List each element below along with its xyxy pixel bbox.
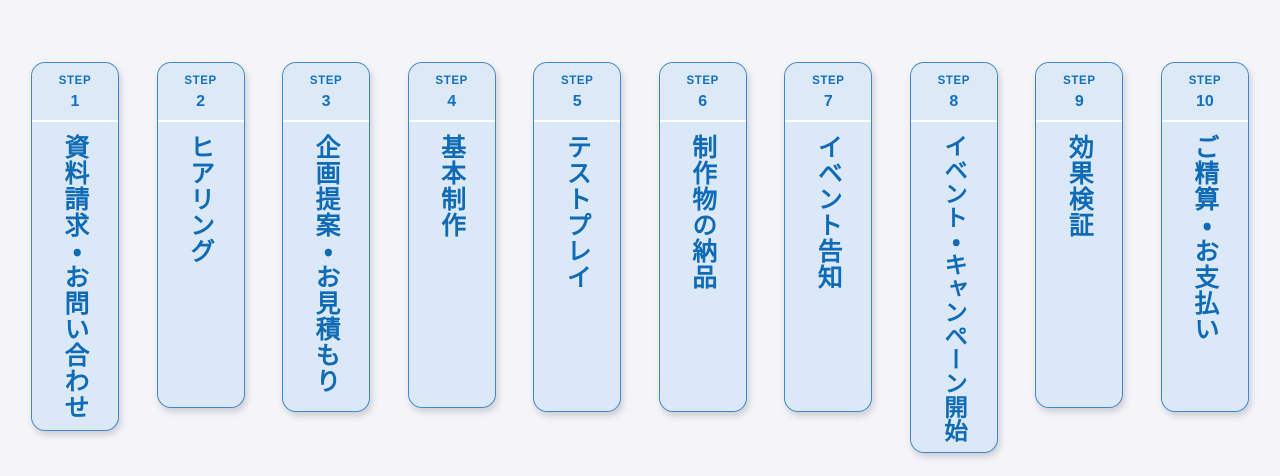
step-card-1-body: 資料請求・お問い合わせ: [32, 122, 118, 420]
step-number: 5: [572, 93, 582, 110]
step-card-5[interactable]: STEP 5 テストプレイ: [533, 62, 622, 412]
step-number: 1: [70, 93, 80, 110]
step-number: 2: [196, 93, 205, 110]
step-number: 9: [1074, 93, 1084, 110]
step-card-2-header: STEP 2: [157, 63, 244, 122]
step-title: ヒアリング: [186, 134, 215, 264]
step-word-label: STEP: [937, 75, 971, 87]
step-card-4-header: STEP 4: [408, 63, 495, 122]
step-card-5-header: STEP 5: [534, 63, 621, 122]
step-card-row: STEP 1 資料請求・お問い合わせ STEP 2 ヒアリング STEP 3: [31, 62, 1249, 454]
step-card-10-body: ご精算・お支払い: [1161, 122, 1248, 401]
step-title: イベント告知: [814, 134, 843, 290]
step-word-label: STEP: [58, 75, 92, 87]
step-title: イベント・キャンペーン開始: [941, 134, 968, 443]
step-card-10-header: STEP 10: [1161, 63, 1248, 122]
step-word-label: STEP: [560, 75, 594, 87]
step-card-9-body: 効果検証: [1036, 122, 1123, 397]
step-card-3-header: STEP 3: [283, 63, 370, 122]
step-word-label: STEP: [435, 75, 468, 87]
step-card-6-body: 制作物の納品: [659, 122, 746, 401]
step-word-label: STEP: [1063, 75, 1096, 87]
step-card-1[interactable]: STEP 1 資料請求・お問い合わせ: [31, 62, 119, 431]
step-card-8-header: STEP 8: [910, 63, 997, 122]
step-card-2-body: ヒアリング: [157, 122, 244, 397]
step-number: 3: [321, 93, 331, 110]
step-word-label: STEP: [1188, 75, 1222, 87]
step-card-7-body: イベント告知: [785, 122, 872, 401]
step-number: 6: [698, 93, 708, 110]
step-word-label: STEP: [309, 75, 343, 87]
step-number: 7: [823, 93, 833, 110]
step-card-9[interactable]: STEP 9 効果検証: [1035, 62, 1124, 408]
step-card-3-body: 企画提案・お見積もり: [283, 122, 370, 401]
step-card-4[interactable]: STEP 4 基本制作: [407, 62, 496, 408]
step-card-4-body: 基本制作: [408, 122, 495, 397]
step-card-8[interactable]: STEP 8 イベント・キャンペーン開始: [909, 62, 998, 454]
step-title: テストプレイ: [563, 134, 592, 290]
step-card-6-header: STEP 6: [659, 63, 746, 122]
step-card-9-header: STEP 9: [1036, 63, 1123, 122]
step-title: 資料請求・お問い合わせ: [61, 134, 90, 420]
step-title: 効果検証: [1065, 134, 1094, 238]
step-card-2[interactable]: STEP 2 ヒアリング: [156, 62, 245, 408]
step-title: 企画提案・お見積もり: [312, 134, 341, 394]
step-title: 制作物の納品: [688, 134, 717, 290]
step-word-label: STEP: [686, 75, 719, 87]
step-card-7-header: STEP 7: [785, 63, 872, 122]
step-card-10[interactable]: STEP 10 ご精算・お支払い: [1160, 62, 1249, 412]
step-card-7[interactable]: STEP 7 イベント告知: [784, 62, 873, 412]
step-card-8-body: イベント・キャンペーン開始: [910, 122, 997, 443]
step-title: ご精算・お支払い: [1191, 134, 1220, 342]
step-card-6[interactable]: STEP 6 制作物の納品: [658, 62, 747, 412]
step-number: 10: [1196, 93, 1214, 110]
step-word-label: STEP: [184, 75, 217, 87]
step-card-3[interactable]: STEP 3 企画提案・お見積もり: [282, 62, 371, 412]
step-card-5-body: テストプレイ: [534, 122, 621, 401]
step-word-label: STEP: [812, 75, 845, 87]
step-card-1-header: STEP 1: [32, 63, 118, 122]
step-title: 基本制作: [437, 134, 466, 238]
step-number: 8: [949, 93, 959, 110]
step-number: 4: [447, 93, 457, 110]
